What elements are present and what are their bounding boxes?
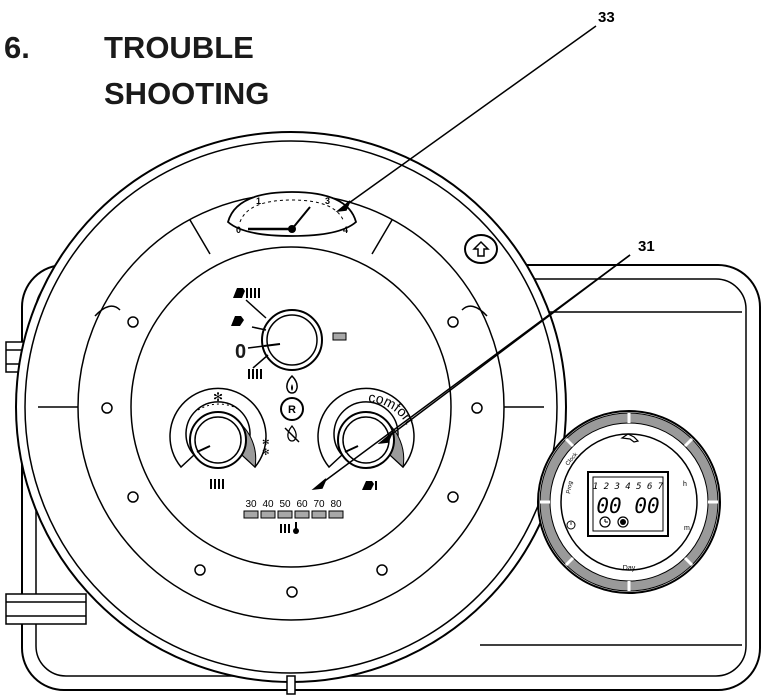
latch-button[interactable] xyxy=(464,234,498,264)
flame-off-icon xyxy=(284,424,300,443)
temperature-led-40 xyxy=(260,510,276,519)
timer-label-prog: Prog xyxy=(566,481,574,495)
frost-protection-icon: ✻ xyxy=(213,390,223,404)
hot-water-temperature-knob[interactable] xyxy=(317,387,415,469)
tap-icon xyxy=(231,316,244,326)
scale-label-70: 70 xyxy=(313,499,325,510)
mode-selector-knob[interactable] xyxy=(245,299,323,371)
timer-label-m: m xyxy=(684,525,690,532)
temperature-led-70 xyxy=(311,510,327,519)
flame-inner-icon xyxy=(291,384,293,391)
section-title-line2: SHOOTING xyxy=(104,76,269,111)
timer-label-day: Day xyxy=(623,565,636,572)
scale-label-80: 80 xyxy=(330,499,342,510)
hot-water-tap-drop-icon xyxy=(375,481,377,490)
tap-radiator-icon xyxy=(233,288,260,298)
callout-leaders xyxy=(311,25,631,491)
timer-clock-icon xyxy=(566,520,576,530)
callout-31: 31 xyxy=(638,238,655,255)
scale-label-40: 40 xyxy=(262,499,274,510)
radiator-icon xyxy=(248,369,262,379)
timer-time: 00 00 xyxy=(596,494,659,518)
screw-holes xyxy=(101,316,483,598)
temperature-led-30 xyxy=(243,510,259,519)
scale-label-60: 60 xyxy=(296,499,308,510)
thermometer-icon xyxy=(293,522,299,534)
hot-water-tap-icon xyxy=(362,481,374,490)
pressure-gauge: 0 1 3 4 xyxy=(226,191,358,237)
sun-icon xyxy=(617,516,629,528)
section-number: 6. xyxy=(4,30,30,65)
reset-button[interactable]: R xyxy=(280,397,304,421)
temperature-led-60 xyxy=(294,510,310,519)
temperature-led-80 xyxy=(328,510,344,519)
timer-days: 1 2 3 4 5 6 7 xyxy=(593,482,664,492)
heating-temperature-knob[interactable] xyxy=(169,387,267,469)
status-led xyxy=(332,332,347,341)
temperature-led-50 xyxy=(277,510,293,519)
gauge-tick-0: 0 xyxy=(236,225,241,235)
scale-label-50: 50 xyxy=(279,499,291,510)
ring-dividers xyxy=(38,219,544,408)
scale-radiator-icon xyxy=(280,524,290,533)
timer-label-h: h xyxy=(683,481,687,488)
arrow-up-icon xyxy=(472,240,490,257)
hand-icon xyxy=(620,433,640,443)
callout-33: 33 xyxy=(598,9,615,26)
section-title-line1: TROUBLE xyxy=(104,30,254,65)
timer-programmer[interactable]: 1 2 3 4 5 6 7 00 00 Clock Prog Day h m xyxy=(537,410,721,594)
bottom-tab xyxy=(286,675,296,695)
gauge-tick-3: 3 xyxy=(325,196,330,206)
snowflake-icon-2: ✻ xyxy=(262,447,270,457)
scale-label-30: 30 xyxy=(245,499,257,510)
snowflake-icon-1: ✻ xyxy=(262,437,270,447)
reset-button-label: R xyxy=(288,404,296,416)
gauge-tick-4: 4 xyxy=(343,225,348,235)
temperature-scale: 30 40 50 60 70 80 xyxy=(243,499,344,534)
clock-icon xyxy=(599,516,611,528)
gauge-tick-1: 1 xyxy=(256,196,261,206)
heating-radiator-icon xyxy=(210,479,224,489)
mode-selector-label-off: 0 xyxy=(235,341,246,363)
